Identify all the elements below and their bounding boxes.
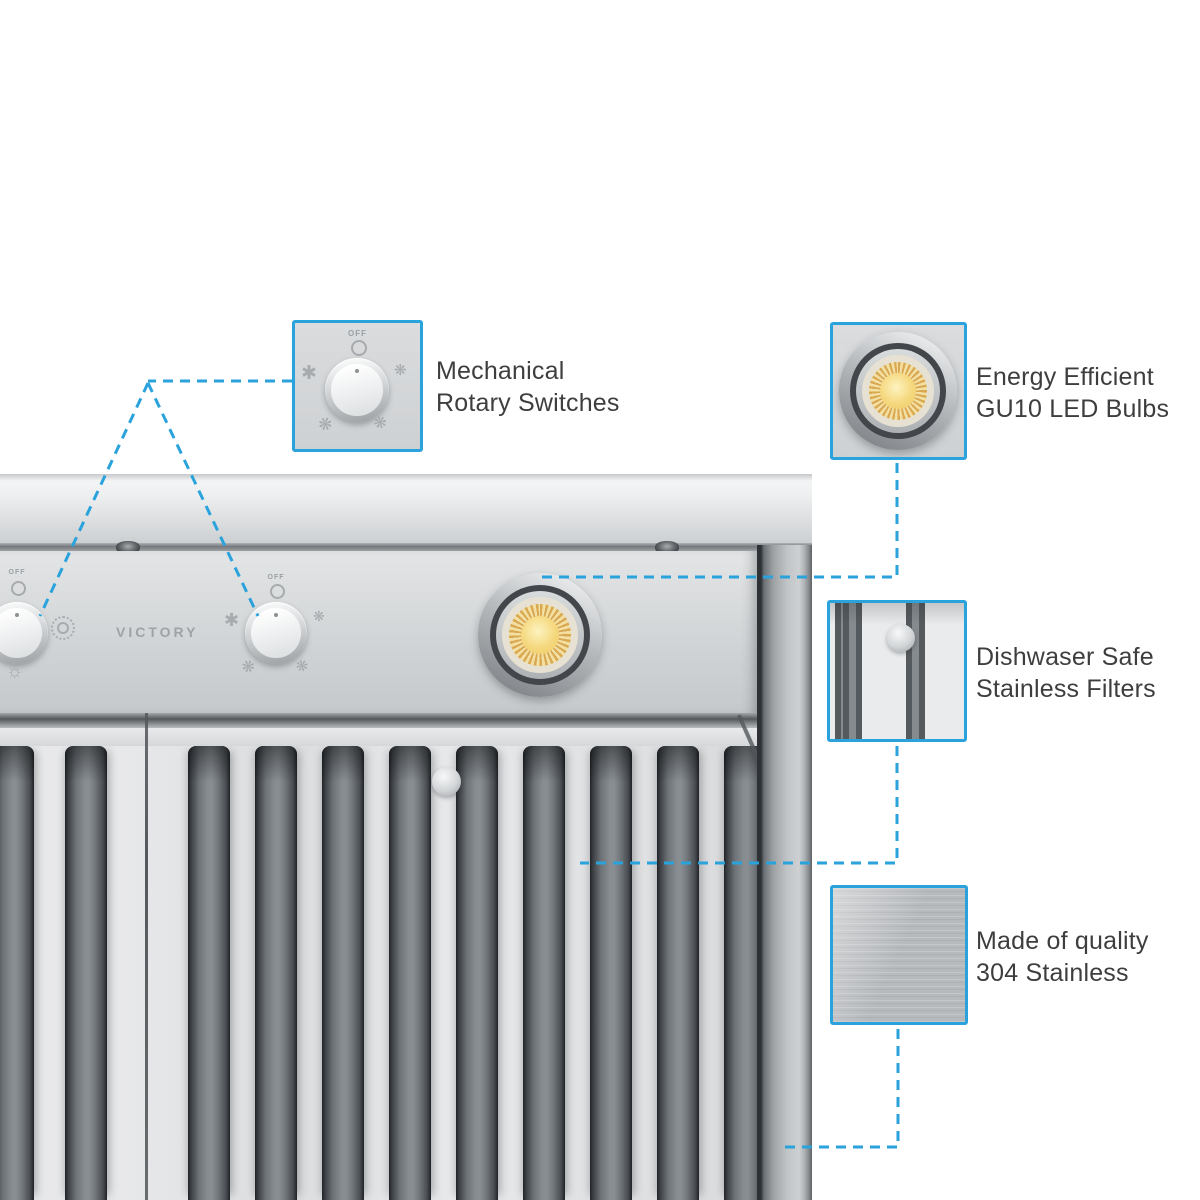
light-bulb-icon: ☼ [6,661,24,682]
hood-top-frame [0,474,812,545]
baffle-filter-closeup [830,603,964,739]
label-line: Made of quality [976,927,1149,955]
callout-label-304-stainless: Made of quality 304 Stainless [976,925,1149,989]
knob-face [251,608,301,658]
callout-label-stainless-filters: Dishwaser Safe Stainless Filters [976,641,1156,705]
gu10-led-lamp [478,573,602,697]
inset-off-mark [351,340,367,356]
inset-off-label: OFF [348,329,367,338]
callout-inset-led-bulb [830,322,967,460]
filter-slot [389,746,431,1200]
callout-label-rotary-switches: Mechanical Rotary Switches [436,355,620,419]
label-line: Stainless Filters [976,675,1156,703]
rotary-switch-closeup: OFF ✱ ❋ ❋ ❋ [295,323,420,449]
callout-inset-baffle-filter [827,600,967,742]
label-line: Mechanical [436,357,565,385]
filter-slot [322,746,364,1200]
fan-speed-icon: ✱ [301,363,317,384]
filter-divider-seam [145,713,148,1200]
baffle-filters [0,746,757,1200]
callout-label-led-bulbs: Energy Efficient GU10 LED Bulbs [976,361,1169,425]
fan-knob-off-mark [270,584,285,599]
fan-speed-icon: ❋ [371,413,390,434]
brushed-steel-closeup [833,888,965,1022]
filter-slot [523,746,565,1200]
filter-handle-knob [432,767,461,796]
hood-right-frame [757,545,812,1200]
fan-speed-icon: ❋ [394,362,407,379]
filter-slot [590,746,632,1200]
hood-frame-groove [0,543,812,551]
callout-inset-304-stainless [830,885,968,1025]
label-line: Dishwaser Safe [976,643,1154,671]
left-knob-off-label: OFF [8,569,26,576]
inset-led-lamp [839,332,957,450]
knob-indicator-dot [15,613,19,618]
filter-slot [724,746,757,1200]
panel-bottom-seam [0,713,757,728]
label-line: 304 Stainless [976,959,1129,987]
callout-inset-rotary-switch: OFF ✱ ❋ ❋ ❋ [292,320,423,452]
inset-rotary-knob [325,358,389,422]
fan-speed-icon: ✱ [224,610,240,630]
label-line: Rotary Switches [436,389,620,417]
knob-indicator-dot [355,369,359,374]
inset-filter-handle-knob [887,624,915,652]
brand-logo: VICTORY [116,624,199,640]
filter-slot [65,746,107,1200]
filter-slot [255,746,297,1200]
label-line: Energy Efficient [976,363,1154,391]
fan-speed-knob [245,602,307,664]
filter-slot [188,746,230,1200]
filter-top-rail [0,728,757,746]
left-knob-off-mark [11,581,26,596]
filter-slot [0,746,34,1200]
filter-slot [657,746,699,1200]
fan-speed-icon: ❋ [313,608,325,624]
gu10-led-closeup [833,325,964,457]
dimmer-bulb-icon [51,616,75,640]
fan-speed-icon: ❋ [315,413,336,436]
control-panel [0,551,757,713]
knob-face [0,608,42,658]
led-glow-center [520,615,560,655]
filter-slot [456,746,498,1200]
label-line: GU10 LED Bulbs [976,395,1170,423]
knob-indicator-dot [274,613,278,618]
led-bezel-ring [489,584,591,686]
led-glow-center [879,372,917,410]
fan-knob-off-label: OFF [267,574,285,581]
light-control-knob [0,602,48,664]
